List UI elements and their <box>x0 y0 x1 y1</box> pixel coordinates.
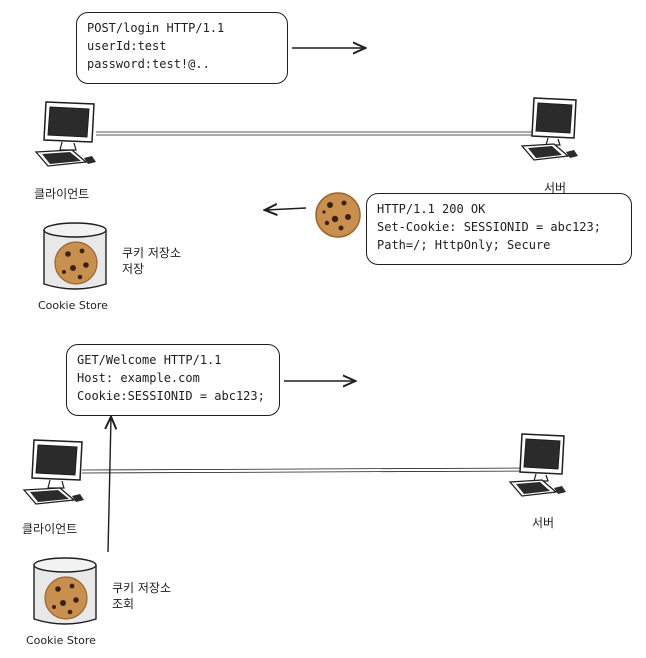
server-label: 서버 <box>532 516 555 530</box>
server-label: 서버 <box>544 181 567 195</box>
cookie-icon <box>315 192 361 238</box>
client-label: 클라이언트 <box>34 187 90 201</box>
store-note-line: 조회 <box>112 597 135 611</box>
login-request-box: POST/login HTTP/1.1 userId:test password:t… <box>76 12 288 84</box>
response-line: HTTP/1.1 200 OK <box>377 202 486 216</box>
cookie-store-icon <box>33 557 97 625</box>
login-response-box: HTTP/1.1 200 OK Set-Cookie: SESSIONID = a… <box>366 193 632 265</box>
request-line: userId:test <box>87 39 167 53</box>
cookie-store-label: Cookie Store <box>26 634 96 647</box>
store-note-line: 쿠키 저장소 <box>122 246 182 260</box>
request-line: Cookie:SESSIONID = abc123; <box>77 389 265 403</box>
response-line: Path=/; HttpOnly; Secure <box>377 238 551 252</box>
store-note-line: 쿠키 저장소 <box>112 581 172 595</box>
store-note-line: 저장 <box>122 262 145 276</box>
request-line: password:test!@.. <box>87 57 210 71</box>
lookup-arrow <box>108 418 111 553</box>
response-arrow-1 <box>266 208 307 210</box>
request-line: GET/Welcome HTTP/1.1 <box>77 353 222 367</box>
response-line: Set-Cookie: SESSIONID = abc123; <box>377 220 601 234</box>
cookie-store-label: Cookie Store <box>38 299 108 312</box>
client-computer-icon <box>34 101 96 167</box>
server-computer-icon <box>508 433 566 497</box>
server-computer-icon <box>520 97 578 161</box>
cookie-store-icon <box>43 222 107 290</box>
request-line: Host: example.com <box>77 371 200 385</box>
network-link-2a <box>81 467 531 471</box>
client-label: 클라이언트 <box>22 522 78 536</box>
request-line: POST/login HTTP/1.1 <box>87 21 225 35</box>
client-computer-icon <box>22 439 84 505</box>
network-link-2b <box>81 470 531 474</box>
